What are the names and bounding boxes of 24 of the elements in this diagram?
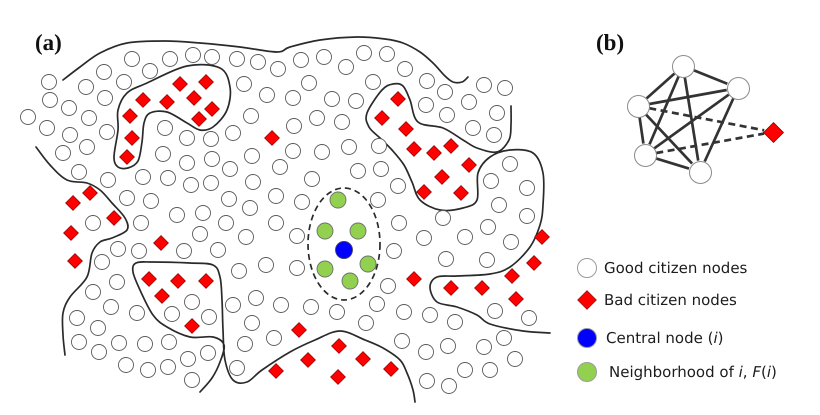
edge-line — [693, 69, 728, 85]
edge-line — [656, 157, 690, 170]
legend-label: Good citizen nodes — [604, 258, 748, 278]
legend-label: Central node (i) — [606, 328, 724, 348]
legend-label: Neighborhood of i, F(i) — [609, 362, 777, 382]
diamond-node — [762, 122, 784, 142]
edge-line — [648, 76, 680, 145]
edge-line — [644, 113, 694, 165]
edge-line — [683, 77, 700, 161]
circle-node — [672, 54, 694, 78]
legend-label: Bad citizen nodes — [604, 290, 737, 310]
circle-node — [688, 160, 712, 184]
circle-node — [726, 76, 750, 100]
panel-label: (a) — [35, 31, 62, 55]
edge-line — [703, 98, 735, 162]
dashed-edge-line — [656, 132, 764, 154]
circle-node — [626, 94, 650, 118]
dashed-edge-line — [649, 106, 764, 132]
circle-node — [634, 144, 656, 166]
edge-line — [649, 88, 727, 106]
edge-line — [654, 94, 730, 150]
edge-line — [646, 72, 676, 100]
panel-label: (b) — [596, 31, 624, 55]
edge-line — [638, 117, 645, 144]
